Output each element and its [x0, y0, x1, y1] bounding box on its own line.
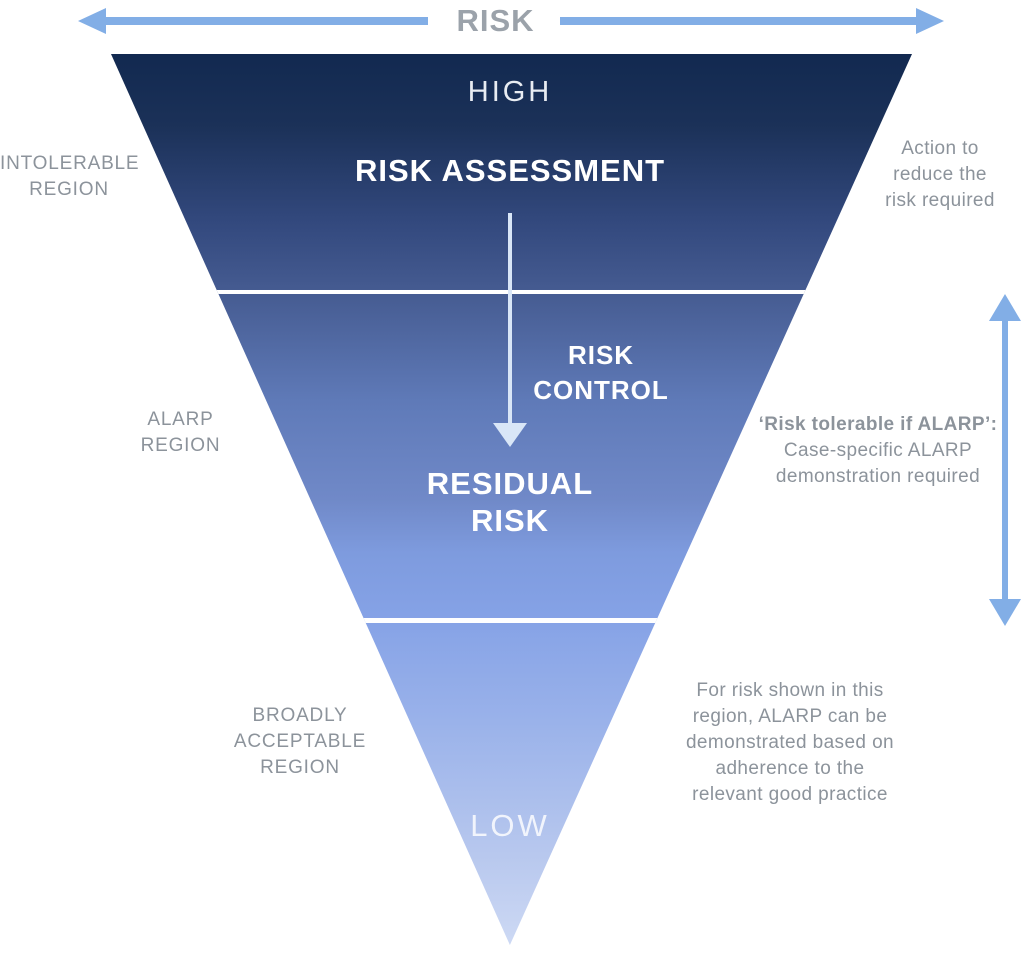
alarp-region-label: ALARP REGION — [140, 409, 221, 456]
divider-alarp-acceptable — [111, 618, 912, 623]
arrow-up-icon — [989, 294, 1021, 321]
risk-tolerable-note: ‘Risk tolerable if ALARP’: Case-specific… — [752, 412, 1004, 490]
residual-risk-label: RESIDUAL RISK — [426, 466, 594, 538]
risk-control-label: RISK CONTROL — [533, 340, 669, 405]
arrow-left-icon — [78, 8, 106, 34]
risk-tolerable-title: ‘Risk tolerable if ALARP’: — [758, 414, 998, 435]
high-label: HIGH — [467, 76, 553, 108]
arrow-down-icon — [493, 423, 527, 447]
risk-axis-label: RISK — [456, 3, 535, 38]
intolerable-region-label: INTOLERABLE REGION — [0, 153, 140, 200]
action-required-note: Action to reduce the risk required — [885, 138, 995, 211]
alarp-span-shaft — [1002, 318, 1008, 602]
axis-shaft-left — [104, 17, 428, 25]
risk-assessment-label: RISK ASSESSMENT — [354, 153, 666, 188]
axis-shaft-right — [560, 17, 918, 25]
risk-control-arrow-shaft — [508, 213, 512, 423]
low-label: LOW — [470, 808, 550, 843]
risk-tolerable-body: Case-specific ALARP demonstration requir… — [775, 440, 981, 487]
good-practice-note: For risk shown in this region, ALARP can… — [685, 680, 895, 805]
arrow-right-icon — [916, 8, 944, 34]
arrow-down-icon — [989, 599, 1021, 626]
broadly-acceptable-region-label: BROADLY ACCEPTABLE REGION — [233, 705, 367, 778]
